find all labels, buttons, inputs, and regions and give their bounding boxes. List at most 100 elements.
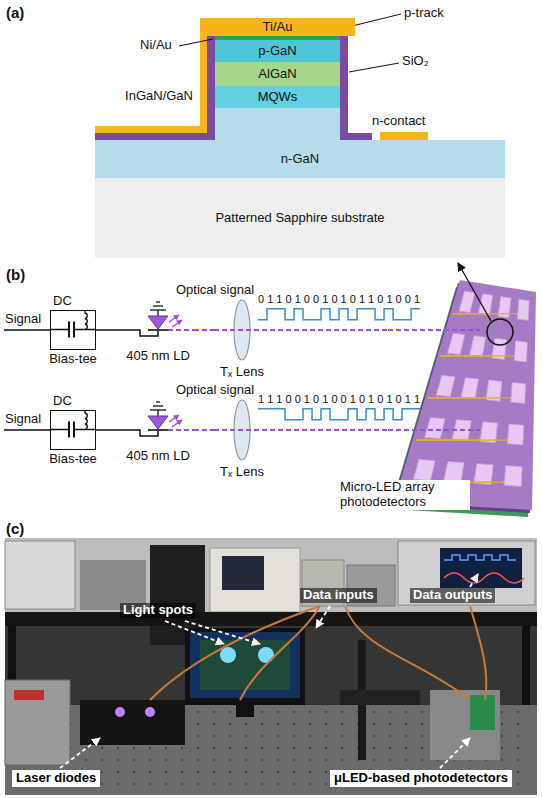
waveform-trace (444, 555, 516, 560)
pointer-arrow (185, 621, 260, 644)
table-hole (213, 723, 215, 725)
leader-line (349, 63, 399, 72)
array-track (453, 308, 480, 314)
signal-wire (4, 429, 50, 431)
array-track (428, 392, 461, 398)
signal-wire (96, 429, 122, 431)
light-spot (258, 647, 274, 663)
semiconductor-layer: p-GaN (215, 40, 340, 62)
table-hole (213, 747, 215, 749)
table-hole (165, 747, 167, 749)
ground-symbol (153, 305, 163, 306)
table-hole (229, 783, 231, 785)
symbol-graphic (51, 311, 97, 351)
p-track (95, 126, 207, 133)
table-hole (517, 759, 519, 761)
monitor-screen (190, 632, 300, 698)
table-hole (133, 759, 135, 761)
table-hole (325, 759, 327, 761)
cable (470, 606, 486, 700)
emission-arrow (172, 320, 182, 327)
table-hole (149, 771, 151, 773)
table-hole (405, 723, 407, 725)
signal-wire (96, 329, 122, 331)
table-hole (325, 735, 327, 737)
array-track (453, 305, 461, 313)
table-hole (293, 759, 295, 761)
bias-tee-box: DCBias-tee (50, 310, 96, 350)
table-hole (405, 735, 407, 737)
inductor-symbol (85, 311, 87, 330)
table-hole (181, 783, 183, 785)
table-hole (517, 771, 519, 773)
digital-waveform (258, 409, 420, 420)
capacitor-plate (68, 322, 70, 338)
table-hole (293, 771, 295, 773)
table-hole (213, 771, 215, 773)
table-hole (517, 711, 519, 713)
inductor-symbol (85, 411, 87, 430)
micro-led-pixel (498, 297, 511, 318)
bit-sequence: 0 1 1 0 1 0 0 1 0 1 0 1 1 0 1 0 0 1 (258, 293, 420, 306)
digital-waveform (258, 309, 420, 320)
optical-beam (168, 429, 194, 431)
oscilloscope (210, 548, 300, 612)
wire (51, 429, 69, 431)
leader-line (352, 14, 401, 26)
micro-led-pixel (511, 382, 526, 403)
table-hole (197, 771, 199, 773)
node-text: 405 nm LD (126, 349, 190, 364)
node-text: p-GaN (258, 44, 296, 59)
node-text: Ti/Au (263, 20, 293, 35)
table-hole (501, 711, 503, 713)
table-hole (293, 711, 295, 713)
table-hole (277, 783, 279, 785)
node-text: InGaN/GaN (125, 89, 193, 104)
laser-diode: 405 nm LD (122, 298, 194, 364)
light-spot (220, 647, 236, 663)
table-hole (293, 783, 295, 785)
table-hole (517, 747, 519, 749)
table-hole (421, 723, 423, 725)
table-hole (325, 711, 327, 713)
table-hole (181, 759, 183, 761)
table-hole (229, 711, 231, 713)
table-hole (405, 759, 407, 761)
lens: Tₓ Lens (214, 396, 270, 480)
instrument (5, 541, 75, 609)
wire (157, 410, 158, 416)
lens-tube (340, 690, 420, 705)
panel-letter: (b) (6, 266, 25, 283)
table-hole (213, 783, 215, 785)
sio2-layer (348, 133, 372, 140)
micro-led-pixel (474, 464, 493, 485)
table-hole (149, 747, 151, 749)
node-text: Bias-tee (49, 352, 97, 367)
node-text: Micro-LED array photodetectors (338, 480, 470, 510)
photo-background (5, 538, 537, 795)
node-text: DC (53, 294, 72, 309)
diode-bar (148, 329, 168, 331)
table-hole (421, 759, 423, 761)
lens: Tₓ Lens (214, 296, 270, 380)
diode-triangle (148, 416, 168, 429)
optical-beam (388, 329, 480, 331)
pointer-arrow (470, 574, 478, 587)
table-hole (501, 747, 503, 749)
table-hole (133, 771, 135, 773)
table-hole (309, 747, 311, 749)
wire (157, 310, 158, 316)
micro-led-pixel (470, 336, 486, 357)
array-track (440, 348, 448, 356)
power-display (14, 690, 44, 700)
table-hole (389, 735, 391, 737)
emission-arrow (172, 420, 182, 427)
table-hole (341, 735, 343, 737)
table-hole (277, 711, 279, 713)
array-track (416, 434, 453, 440)
table-hole (149, 759, 151, 761)
wire (74, 329, 95, 331)
pointer-arrow (440, 738, 470, 768)
optical-beam (388, 429, 480, 431)
